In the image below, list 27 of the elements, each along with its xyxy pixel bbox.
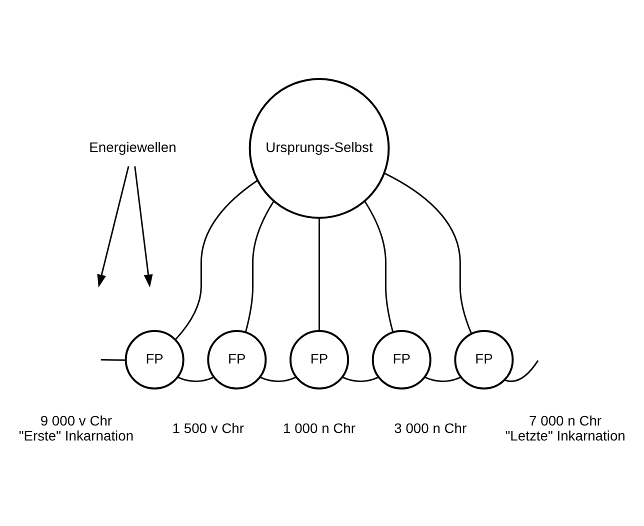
arrow — [97, 166, 130, 287]
node-label: 1 000 n Chr — [283, 419, 356, 436]
node-circle: FP — [454, 329, 514, 389]
connector — [504, 360, 539, 382]
node-label: "Erste" Inkarnation — [18, 426, 134, 443]
node-label: 9 000 v Chr — [40, 412, 112, 428]
node-circle: FP — [207, 329, 267, 389]
node-label: 7 000 n Chr — [529, 412, 602, 428]
connector — [364, 200, 394, 332]
node-text: Energiewellen — [89, 138, 176, 155]
connector — [100, 358, 126, 360]
connector — [424, 376, 462, 382]
node-circle: FP — [372, 329, 432, 389]
node-label: "Letzte" Inkarnation — [505, 426, 626, 443]
node-circle: FP — [290, 329, 350, 389]
node-circle: FP — [124, 329, 184, 389]
node-label: 1 500 v Chr — [172, 419, 244, 436]
node-circle: Ursprungs-Selbst — [248, 77, 390, 218]
connector — [384, 172, 472, 334]
connector — [244, 200, 274, 332]
node-label: 3 000 n Chr — [394, 419, 467, 436]
connector — [177, 376, 214, 382]
connector — [260, 376, 296, 382]
arrow — [134, 166, 153, 287]
connector — [174, 179, 258, 340]
connector — [318, 217, 320, 330]
connector — [342, 376, 379, 382]
